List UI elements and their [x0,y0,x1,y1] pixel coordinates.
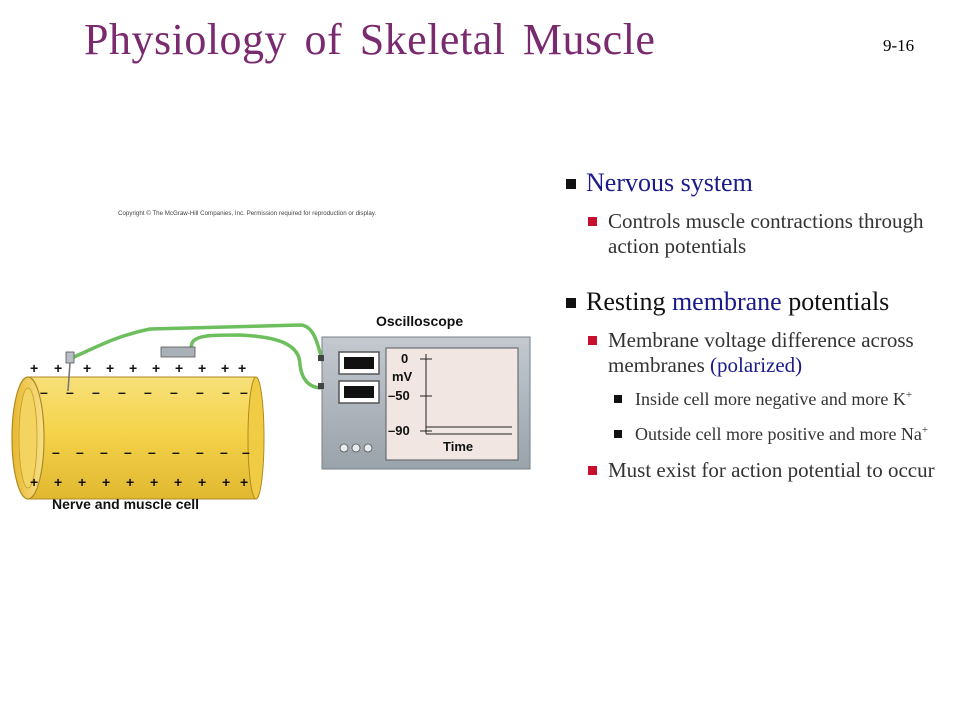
muscle-cell [11,376,265,500]
slide-title: Physiology of Skeletal Muscle [84,15,656,64]
plus-sign: + [30,360,38,376]
bullet-text: Controls muscle contractions through act… [608,209,924,258]
bullet-text: Must exist for action potential to occur [608,458,935,482]
minus-sign: – [220,444,228,460]
minus-sign: – [52,444,60,460]
plus-sign: + [78,474,86,490]
x-axis-label: Time [443,439,473,454]
plus-sign: + [129,360,137,376]
bullet-voltage: Membrane voltage difference across membr… [566,328,956,378]
bullet-text: Inside cell more negative and more K [635,389,906,409]
bullet-inside: Inside cell more negative and more K+ [566,388,956,410]
bullet-highlight: (polarized) [710,353,803,377]
bullet-text: potentials [788,287,890,316]
oscilloscope-figure: Copyright © The McGraw-Hill Companies, I… [0,195,560,525]
bullet-resting: Resting membrane potentials [566,287,956,317]
minus-sign: – [172,444,180,460]
square-bullet-icon [566,179,576,189]
bullet-must-exist: Must exist for action potential to occur [566,458,956,483]
recording-electrode [65,351,75,392]
minus-sign: – [196,384,204,400]
minus-sign: – [124,444,132,460]
bullet-list: Nervous system Controls muscle contracti… [566,164,956,483]
square-bullet-icon [588,466,597,475]
bullet-text: Resting [586,287,672,316]
minus-sign: – [66,384,74,400]
minus-sign: – [100,444,108,460]
plus-sign: + [106,360,114,376]
plus-sign: + [222,474,230,490]
plus-sign: + [30,474,38,490]
oscilloscope: Oscilloscope 0 mV –50 –90 Time [318,313,531,470]
oscilloscope-label: Oscilloscope [376,313,463,329]
bullet-outside: Outside cell more positive and more Na+ [566,423,956,445]
minus-sign: – [92,384,100,400]
minus-sign: – [240,384,248,400]
plus-sign: + [238,360,246,376]
superscript: + [921,424,929,436]
plus-sign: + [54,360,62,376]
bullet-text: Nervous system [586,168,753,197]
plus-sign: + [174,474,182,490]
plus-sign: + [54,474,62,490]
reference-electrode [160,346,196,358]
y-unit-label: mV [392,369,413,384]
square-bullet-icon [588,336,597,345]
plus-sign: + [198,474,206,490]
figure-caption: Nerve and muscle cell [52,496,199,512]
square-bullet-icon [614,395,622,403]
plus-sign: + [126,474,134,490]
page-number: 9-16 [883,36,915,55]
plus-sign: + [152,360,160,376]
bullet-text: Membrane voltage difference across membr… [608,328,914,377]
minus-sign: – [196,444,204,460]
y-tick-label: –50 [388,388,410,403]
square-bullet-icon [614,430,622,438]
square-bullet-icon [566,298,576,308]
plus-sign: + [221,360,229,376]
bullet-highlight: membrane [671,287,782,316]
plus-sign: + [198,360,206,376]
minus-sign: – [242,444,250,460]
copyright-notice: Copyright © The McGraw-Hill Companies, I… [118,210,376,217]
square-bullet-icon [588,217,597,226]
minus-sign: – [118,384,126,400]
bullet-controls: Controls muscle contractions through act… [566,209,956,259]
minus-sign: – [144,384,152,400]
minus-sign: – [148,444,156,460]
plus-sign: + [83,360,91,376]
plus-sign: + [240,474,248,490]
bullet-text: Outside cell more positive and more Na [635,424,922,444]
plus-sign: + [150,474,158,490]
superscript: + [905,389,913,401]
minus-sign: – [222,384,230,400]
minus-sign: – [40,384,48,400]
plus-sign: + [175,360,183,376]
y-tick-label: 0 [401,351,408,366]
y-tick-label: –90 [388,423,410,438]
minus-sign: – [76,444,84,460]
bullet-nervous-system: Nervous system [566,168,956,198]
minus-sign: – [170,384,178,400]
electrode-wires [70,323,324,390]
plus-sign: + [102,474,110,490]
